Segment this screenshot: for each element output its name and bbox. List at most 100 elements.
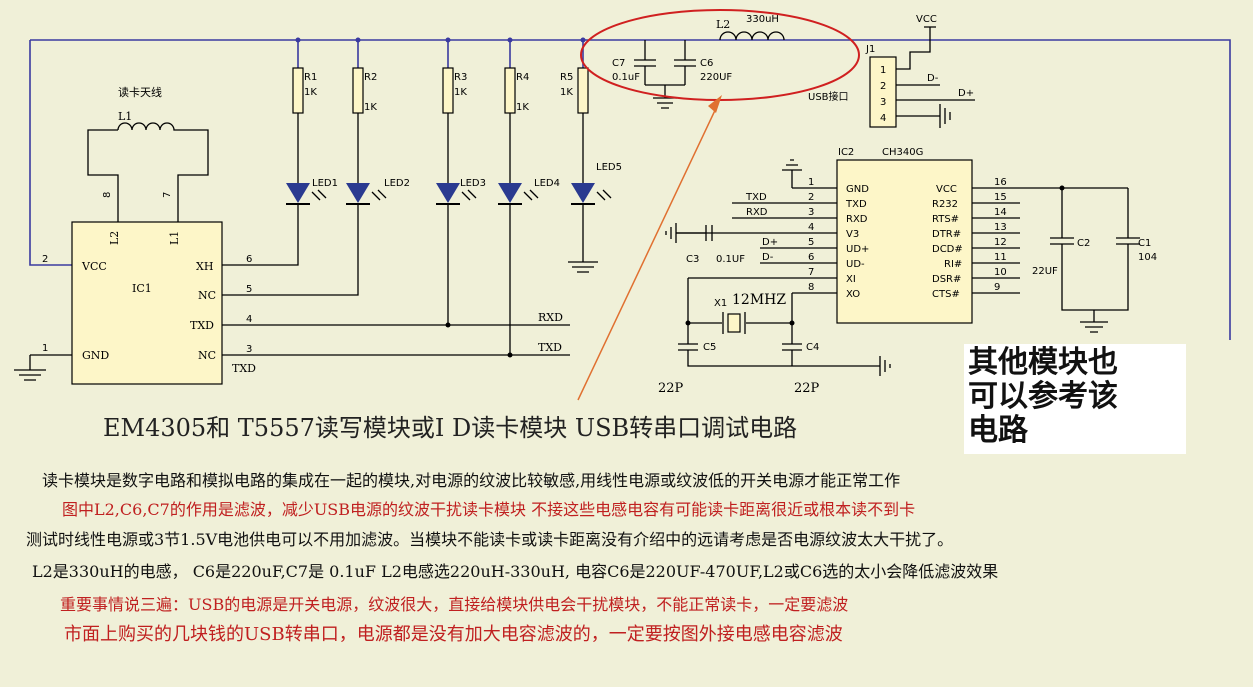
ic1-txd-label: TXD — [232, 362, 256, 375]
filter-caps-wire — [644, 40, 686, 98]
ic2-pin1-num: 1 — [808, 177, 814, 188]
ic1-pin-gnd: GND — [82, 349, 109, 362]
c5-ref: C5 — [703, 342, 716, 353]
desc-line-5: 重要事情说三遍：USB的电源是开关电源，纹波很大，直接给模块供电会干扰模块，不能… — [60, 595, 849, 614]
annotation-arrow — [577, 103, 719, 401]
diagram-title: EM4305和 T5557读写模块或I D读卡模块 USB转串口调试电路 — [103, 414, 798, 442]
ic2-part: CH340G — [882, 147, 923, 158]
desc-line-4: L2是330uH的电感， C6是220uF,C7是 0.1uF L2电感选220… — [32, 562, 999, 581]
ic2-pin-wires — [676, 159, 1020, 294]
ic2-pin12-num: 12 — [994, 237, 1007, 248]
ic2-pin-gnd: GND — [846, 184, 869, 195]
crystal-wires — [687, 278, 793, 344]
vcc-label: VCC — [916, 14, 937, 25]
c1-ref: C1 — [1138, 238, 1151, 249]
ic2-ref: IC2 — [838, 147, 854, 158]
ic1-pin-l2: L2 — [108, 231, 121, 245]
ic1-body — [71, 221, 223, 385]
c7-ref: C7 — [612, 58, 625, 69]
ic1-pin-nc1: NC — [198, 289, 216, 302]
ic2-pin5-num: 5 — [808, 237, 814, 248]
j1-pin3: 3 — [880, 97, 886, 108]
crystal-plates — [722, 312, 746, 334]
ic2-pin-udplus: UD+ — [846, 244, 869, 255]
ic2-pin4-num: 4 — [808, 222, 814, 233]
c2-ref: C2 — [1077, 238, 1090, 249]
vcc-rail — [30, 39, 1231, 340]
net-txd-label: TXD — [538, 341, 562, 354]
r4-val: 1K — [516, 102, 529, 113]
ic2-pin-ri: RI# — [944, 259, 962, 270]
ic2-pin3-num: 3 — [808, 207, 814, 218]
ic2-pin-dtr: DTR# — [932, 229, 961, 240]
capacitor-c7-c6 — [634, 59, 696, 67]
c3-ref: C3 — [686, 254, 699, 265]
j1-pin1: 1 — [880, 65, 886, 76]
ground-symbol-usb — [939, 104, 951, 128]
ic1-pin-xh: XH — [196, 260, 213, 273]
ic1-pin6-num: 6 — [246, 254, 252, 265]
junction-dot — [789, 320, 795, 326]
ic1-pin8-num: 8 — [102, 192, 113, 198]
led3-label: LED3 — [460, 178, 486, 189]
net-dplus-ic2: D+ — [762, 237, 778, 248]
desc-line-3: 测试时线性电源或3节1.5V电池供电可以不用加滤波。当模块不能读卡或读卡距离没有… — [26, 530, 954, 549]
junction-dot — [1059, 185, 1065, 191]
ic1-pin7-num: 7 — [162, 192, 173, 198]
r5-val: 1K — [560, 87, 573, 98]
ic1-pin-l1: L1 — [168, 231, 181, 245]
j1-pin4: 4 — [880, 113, 886, 124]
ic1-gnd-wire — [29, 354, 72, 370]
net-rxd-label: RXD — [538, 311, 563, 324]
ic2-pin-rts: RTS# — [932, 214, 959, 225]
x1-val: 12MHZ — [732, 292, 786, 308]
r2-val: 1K — [364, 102, 377, 113]
ground-symbol-ic1 — [14, 369, 46, 381]
ic2-pin6-num: 6 — [808, 252, 814, 263]
ic2-pin-txd: TXD — [845, 199, 867, 210]
r2-ref: R2 — [364, 72, 377, 83]
led1-label: LED1 — [312, 178, 338, 189]
ic1-pin5-num: 5 — [246, 284, 252, 295]
r1-val: 1K — [304, 87, 317, 98]
ground-symbol-crystal — [879, 356, 891, 376]
ic2-pin9-num: 9 — [994, 282, 1000, 293]
ic1-pin-nc2: NC — [198, 349, 216, 362]
net-dminus-ic2: D- — [762, 252, 774, 263]
ground-symbol-c2 — [1080, 321, 1108, 333]
usb-interface-label: USB接口 — [808, 90, 849, 103]
net-txd-ic2: TXD — [745, 192, 767, 203]
desc-line-1: 读卡模块是数字电路和模拟电路的集成在一起的模块,对电源的纹波比较敏感,用线性电源… — [42, 471, 901, 490]
antenna-label: 读卡天线 — [118, 85, 162, 99]
ic1-signal-wires — [222, 205, 570, 356]
junction-dot — [685, 320, 691, 326]
usb-wires — [896, 40, 975, 117]
j1-pin2: 2 — [880, 81, 886, 92]
c6-val: 220UF — [700, 72, 732, 83]
ic2-pin-vcc: VCC — [936, 184, 957, 195]
ic2-pin-r232: R232 — [932, 199, 958, 210]
r4-ref: R4 — [516, 72, 529, 83]
ic2-pin11-num: 11 — [994, 252, 1007, 263]
c6-ref: C6 — [700, 58, 713, 69]
note-line: 电路 — [968, 413, 1028, 448]
c3-val: 0.1UF — [716, 254, 745, 265]
c4-ref: C4 — [806, 342, 819, 353]
note-line: 其他模块也 — [968, 345, 1118, 380]
ic2-pin-xi: XI — [846, 274, 856, 285]
ground-symbol-c3 — [665, 223, 677, 243]
c1-val: 104 — [1138, 252, 1157, 263]
ic1-pin-txd: TXD — [190, 319, 214, 332]
vcc-symbol — [924, 26, 936, 40]
r3-val: 1K — [454, 87, 467, 98]
ic2-pin-cts: CTS# — [932, 289, 960, 300]
ic1-pin1-num: 1 — [42, 343, 48, 354]
capacitor-c4-c5 — [678, 343, 880, 367]
x1-ref: X1 — [714, 298, 727, 309]
arrow-head — [708, 95, 722, 113]
ic2-pin2-num: 2 — [808, 192, 814, 203]
inductor-l2 — [719, 31, 785, 41]
ic2-pin8-num: 8 — [808, 282, 814, 293]
ic1-pin-vcc: VCC — [81, 260, 107, 273]
net-rxd-ic2: RXD — [746, 207, 768, 218]
